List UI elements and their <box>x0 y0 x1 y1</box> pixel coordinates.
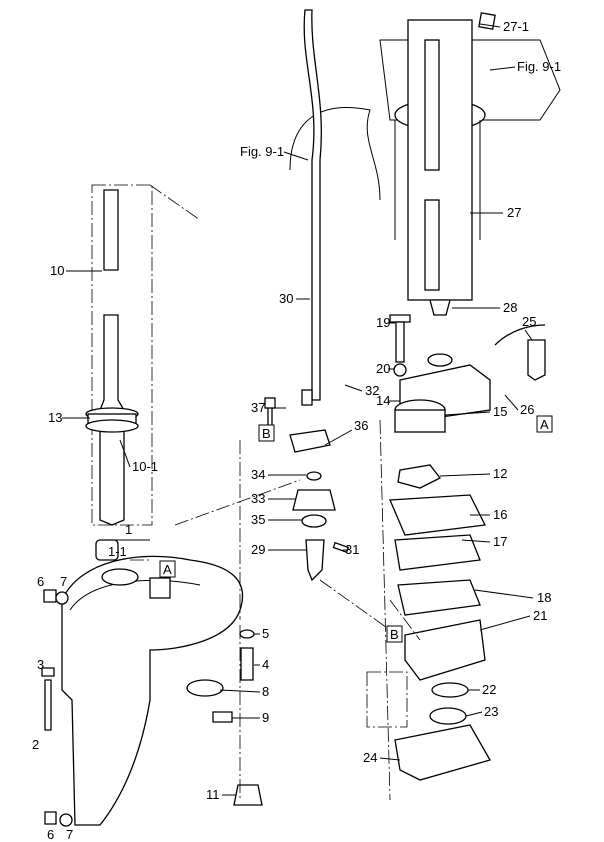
part-label: 37 <box>251 400 265 415</box>
leader-line <box>461 539 491 543</box>
part-label: 5 <box>262 626 269 641</box>
leader-line <box>504 394 519 411</box>
drive-shaft-10 <box>85 184 153 526</box>
water-pump <box>366 299 546 781</box>
part-label: 6 <box>37 574 44 589</box>
leader-line <box>444 411 491 416</box>
leader-line <box>283 151 309 161</box>
part-label: 24 <box>363 750 377 765</box>
part-label: 7 <box>60 574 67 589</box>
part-label: 32 <box>365 383 379 398</box>
part-label: 31 <box>345 542 359 557</box>
part-label: 27-1 <box>503 19 529 34</box>
leader-line <box>324 429 353 446</box>
leader-line <box>219 689 261 693</box>
part-label: 10-1 <box>132 459 158 474</box>
part-label: 21 <box>533 608 547 623</box>
part-label: 16 <box>493 507 507 522</box>
reference-box <box>386 625 403 643</box>
part-label: 36 <box>354 418 368 433</box>
part-label: 8 <box>262 684 269 699</box>
part-label: 34 <box>251 467 265 482</box>
part-label: 23 <box>484 704 498 719</box>
part-label: 7 <box>66 827 73 842</box>
part-label: Fig. 9-1 <box>240 144 284 159</box>
part-label: 29 <box>251 542 265 557</box>
upper-housing <box>289 12 561 301</box>
part-label: 20 <box>376 361 390 376</box>
part-label: A <box>163 562 172 577</box>
part-label: 14 <box>376 393 390 408</box>
part-label: Fig. 9-1 <box>517 59 561 74</box>
leader-line <box>479 23 501 28</box>
reference-box <box>536 415 553 433</box>
part-label: 27 <box>507 205 521 220</box>
reference-box <box>258 424 275 442</box>
part-label: 13 <box>48 410 62 425</box>
part-label: 1 <box>125 522 132 537</box>
part-label: B <box>390 627 399 642</box>
small-parts-center <box>41 589 263 827</box>
part-label: 17 <box>493 534 507 549</box>
part-label: 33 <box>251 491 265 506</box>
part-label: 10 <box>50 263 64 278</box>
leader-line <box>379 757 401 761</box>
part-label: 25 <box>522 314 536 329</box>
leader-line <box>474 589 534 599</box>
leader-line <box>479 615 531 631</box>
part-label: 15 <box>493 404 507 419</box>
part-label: B <box>262 426 271 441</box>
part-label: 11 <box>206 787 220 802</box>
part-label: 4 <box>262 657 269 672</box>
part-label: 6 <box>47 827 54 842</box>
part-label: 12 <box>493 466 507 481</box>
lower-case-1 <box>61 539 244 826</box>
part-label: 3 <box>37 657 44 672</box>
part-label: 18 <box>537 590 551 605</box>
leader-line <box>524 329 533 341</box>
part-label: 9 <box>262 710 269 725</box>
part-label: A <box>540 417 549 432</box>
part-label: 30 <box>279 291 293 306</box>
leader-line <box>465 711 483 717</box>
leader-line <box>344 384 363 392</box>
leader-line <box>439 473 491 477</box>
part-label: 19 <box>376 315 390 330</box>
leader-line <box>489 66 516 71</box>
part-label: 26 <box>520 402 534 417</box>
part-label: 1-1 <box>108 544 127 559</box>
part-label: 35 <box>251 512 265 527</box>
part-label: 22 <box>482 682 496 697</box>
shift-rod-30 <box>264 9 350 582</box>
part-label: 2 <box>32 737 39 752</box>
leader-line <box>119 439 131 468</box>
part-label: 28 <box>503 300 517 315</box>
reference-box <box>159 560 176 578</box>
